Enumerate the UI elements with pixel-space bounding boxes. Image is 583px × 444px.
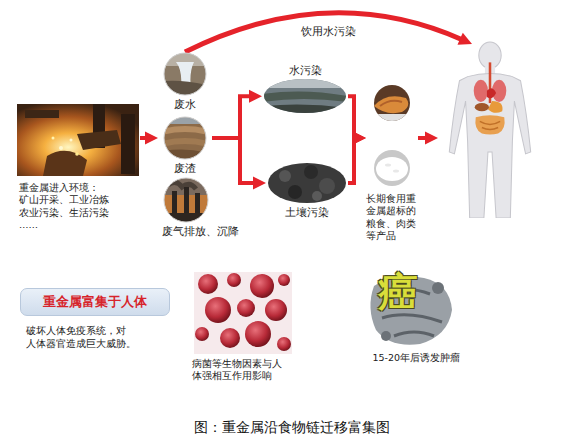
exhaust-node: 废气排放、沉降 — [150, 177, 250, 239]
node-text: 重金属进入环境： 矿山开采、工业冶炼 农业污染、生活污染 …… — [16, 182, 131, 231]
arrow-head — [145, 132, 158, 145]
edge-label: 饮用水污染 — [299, 24, 358, 39]
meat-photo — [366, 84, 418, 122]
arrow-head — [353, 132, 366, 145]
flow-arrow — [185, 13, 472, 52]
soil-node: 土壤污染 — [266, 162, 348, 220]
arrow-head — [457, 33, 472, 45]
exhaust-photo — [162, 177, 210, 223]
human-node — [438, 40, 542, 218]
arrow-head — [425, 132, 438, 145]
arrow-line — [348, 138, 356, 183]
node-text: 癌 — [378, 272, 418, 312]
smelting-photo — [17, 104, 139, 176]
node-text: 废水 — [158, 98, 212, 112]
food-node: 长期食用重 金属超标的 粮食、肉类 等产品 — [366, 84, 418, 242]
water-pollution-photo — [263, 78, 347, 114]
arrow-line — [348, 96, 356, 138]
soil-pollution-photo — [267, 162, 347, 204]
node-text: 重金属富集于人体 — [20, 288, 170, 316]
node-text: 土壤污染 — [266, 206, 348, 220]
residue-node: 废渣 — [158, 116, 212, 176]
flow-arrow — [212, 90, 262, 138]
arrow-head — [353, 132, 366, 145]
tumor-node: 癌 15-20年后诱发肿瘤 — [360, 266, 460, 364]
flow-arrow — [418, 132, 438, 145]
arrow-line — [212, 96, 252, 138]
wastewater-node: 废水 — [158, 52, 212, 112]
node-text: 长期食用重 金属超标的 粮食、肉类 等产品 — [366, 193, 418, 242]
wastewater-photo — [158, 52, 212, 96]
arrow-head — [249, 90, 262, 103]
water-node: 水污染 — [262, 62, 348, 114]
flow-arrow — [140, 132, 158, 145]
arrow-curve — [185, 13, 463, 52]
node-text: 水污染 — [262, 64, 348, 78]
node-text: 废气排放、沉降 — [150, 225, 250, 239]
node-text: 破坏人体免疫系统，对 人体器官造成巨大威胁。 — [20, 325, 170, 350]
figure-caption: 图：重金属沿食物链迁移富集图 — [0, 419, 583, 437]
node-text: 废渣 — [158, 162, 212, 176]
node-text: 15-20年后诱发肿瘤 — [360, 352, 460, 364]
bacteria-node: 病菌等生物因素与人 体强相互作用影响 — [192, 272, 294, 383]
human-figure — [438, 40, 542, 218]
arrow-line — [212, 138, 256, 183]
rice-photo — [366, 149, 418, 187]
node-text: 病菌等生物因素与人 体强相互作用影响 — [192, 358, 294, 383]
flow-arrow — [212, 138, 266, 190]
flow-arrow — [348, 132, 366, 184]
source-node: 重金属进入环境： 矿山开采、工业冶炼 农业污染、生活污染 …… — [16, 104, 140, 231]
arrow-head — [253, 177, 266, 190]
flow-arrow — [348, 96, 366, 144]
bacteria-cells-image — [194, 272, 292, 354]
waste-residue-photo — [158, 116, 212, 160]
enrichment-node: 重金属富集于人体破坏人体免疫系统，对 人体器官造成巨大威胁。 — [20, 288, 170, 350]
